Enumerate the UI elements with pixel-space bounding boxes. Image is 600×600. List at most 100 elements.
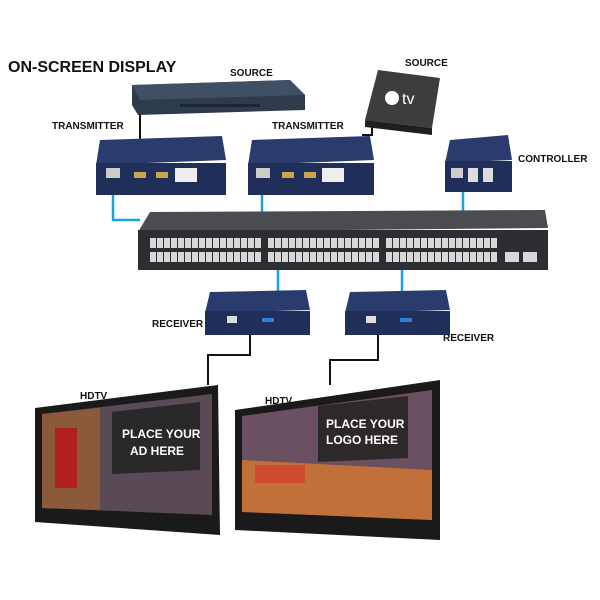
switch-port [366,238,372,248]
switch-port [463,252,469,262]
switch-port [220,252,226,262]
label-transmitter-2: TRANSMITTER [272,121,344,132]
switch-port [407,252,413,262]
switch-port [234,238,240,248]
switch-port [421,252,427,262]
switch-port [192,252,198,262]
label-source-2: SOURCE [405,58,448,69]
switch-port [477,238,483,248]
switch-port [324,252,330,262]
switch-port [449,238,455,248]
switch-port [317,252,323,262]
switch-port [331,238,337,248]
switch-port [393,252,399,262]
switch-port [421,238,427,248]
switch-port [282,238,288,248]
label-controller: CONTROLLER [518,154,588,165]
network-cable-tx1 [111,195,140,222]
switch-port [359,252,365,262]
switch-port [164,238,170,248]
switch-port [414,238,420,248]
switch-port [213,238,219,248]
switch-port [248,238,254,248]
switch-port [373,238,379,248]
network-switch [138,210,548,270]
switch-port [414,252,420,262]
switch-port [400,238,406,248]
label-hdtv-1: HDTV [80,391,108,402]
switch-uplink-port [505,252,519,262]
switch-port [352,238,358,248]
transmitter-device-1 [96,136,226,195]
switch-port [442,252,448,262]
switch-port [435,238,441,248]
switch-port [491,252,497,262]
switch-port [150,238,156,248]
switch-port [463,238,469,248]
switch-port [178,238,184,248]
switch-port [157,252,163,262]
switch-port [296,238,302,248]
switch-port [241,252,247,262]
switch-port [400,252,406,262]
switch-port [241,238,247,248]
apple-logo-icon [385,91,399,105]
switch-port [255,252,261,262]
apple-tv-text: tv [402,91,414,108]
switch-port [185,252,191,262]
switch-port [484,238,490,248]
switch-port [366,252,372,262]
switch-port [185,238,191,248]
switch-port [150,252,156,262]
switch-port [428,238,434,248]
switch-port [289,252,295,262]
switch-port [310,238,316,248]
receiver-device-1 [205,290,310,335]
switch-port [352,252,358,262]
switch-port [442,238,448,248]
switch-port [213,252,219,262]
hdtv-2: PLACE YOUR LOGO HERE [235,380,440,540]
switch-port [268,252,274,262]
switch-port [359,238,365,248]
switch-port [386,238,392,248]
ad-banner-right [318,396,408,462]
switch-port [275,238,281,248]
switch-port [477,252,483,262]
switch-port [268,238,274,248]
ad-text-right-1: PLACE YOUR [326,417,405,431]
switch-port [393,238,399,248]
switch-port [331,252,337,262]
ad-text-left-1: PLACE YOUR [122,427,201,441]
switch-port [303,238,309,248]
hdmi-cable-rx1 [207,335,251,385]
switch-port [435,252,441,262]
switch-port [338,238,344,248]
apple-tv-device: tv [365,70,440,135]
ad-text-right-2: LOGO HERE [326,433,398,447]
switch-port [234,252,240,262]
switch-port [178,252,184,262]
switch-port [275,252,281,262]
switch-port [296,252,302,262]
switch-port [373,252,379,262]
label-hdtv-2: HDTV [265,396,293,407]
switch-port [428,252,434,262]
diagram-title: ON-SCREEN DISPLAY [8,59,177,76]
label-source-1: SOURCE [230,68,273,79]
label-transmitter-1: TRANSMITTER [52,121,124,132]
switch-port [157,238,163,248]
ad-text-left-2: AD HERE [130,444,184,458]
switch-port [248,252,254,262]
switch-port [289,238,295,248]
source-player-device [132,80,305,115]
switch-port [199,238,205,248]
switch-port [345,252,351,262]
hdmi-cable-rx2 [329,335,379,385]
switch-port [227,238,233,248]
switch-port [192,238,198,248]
switch-port [470,238,476,248]
switch-port [407,238,413,248]
cables [111,112,465,385]
